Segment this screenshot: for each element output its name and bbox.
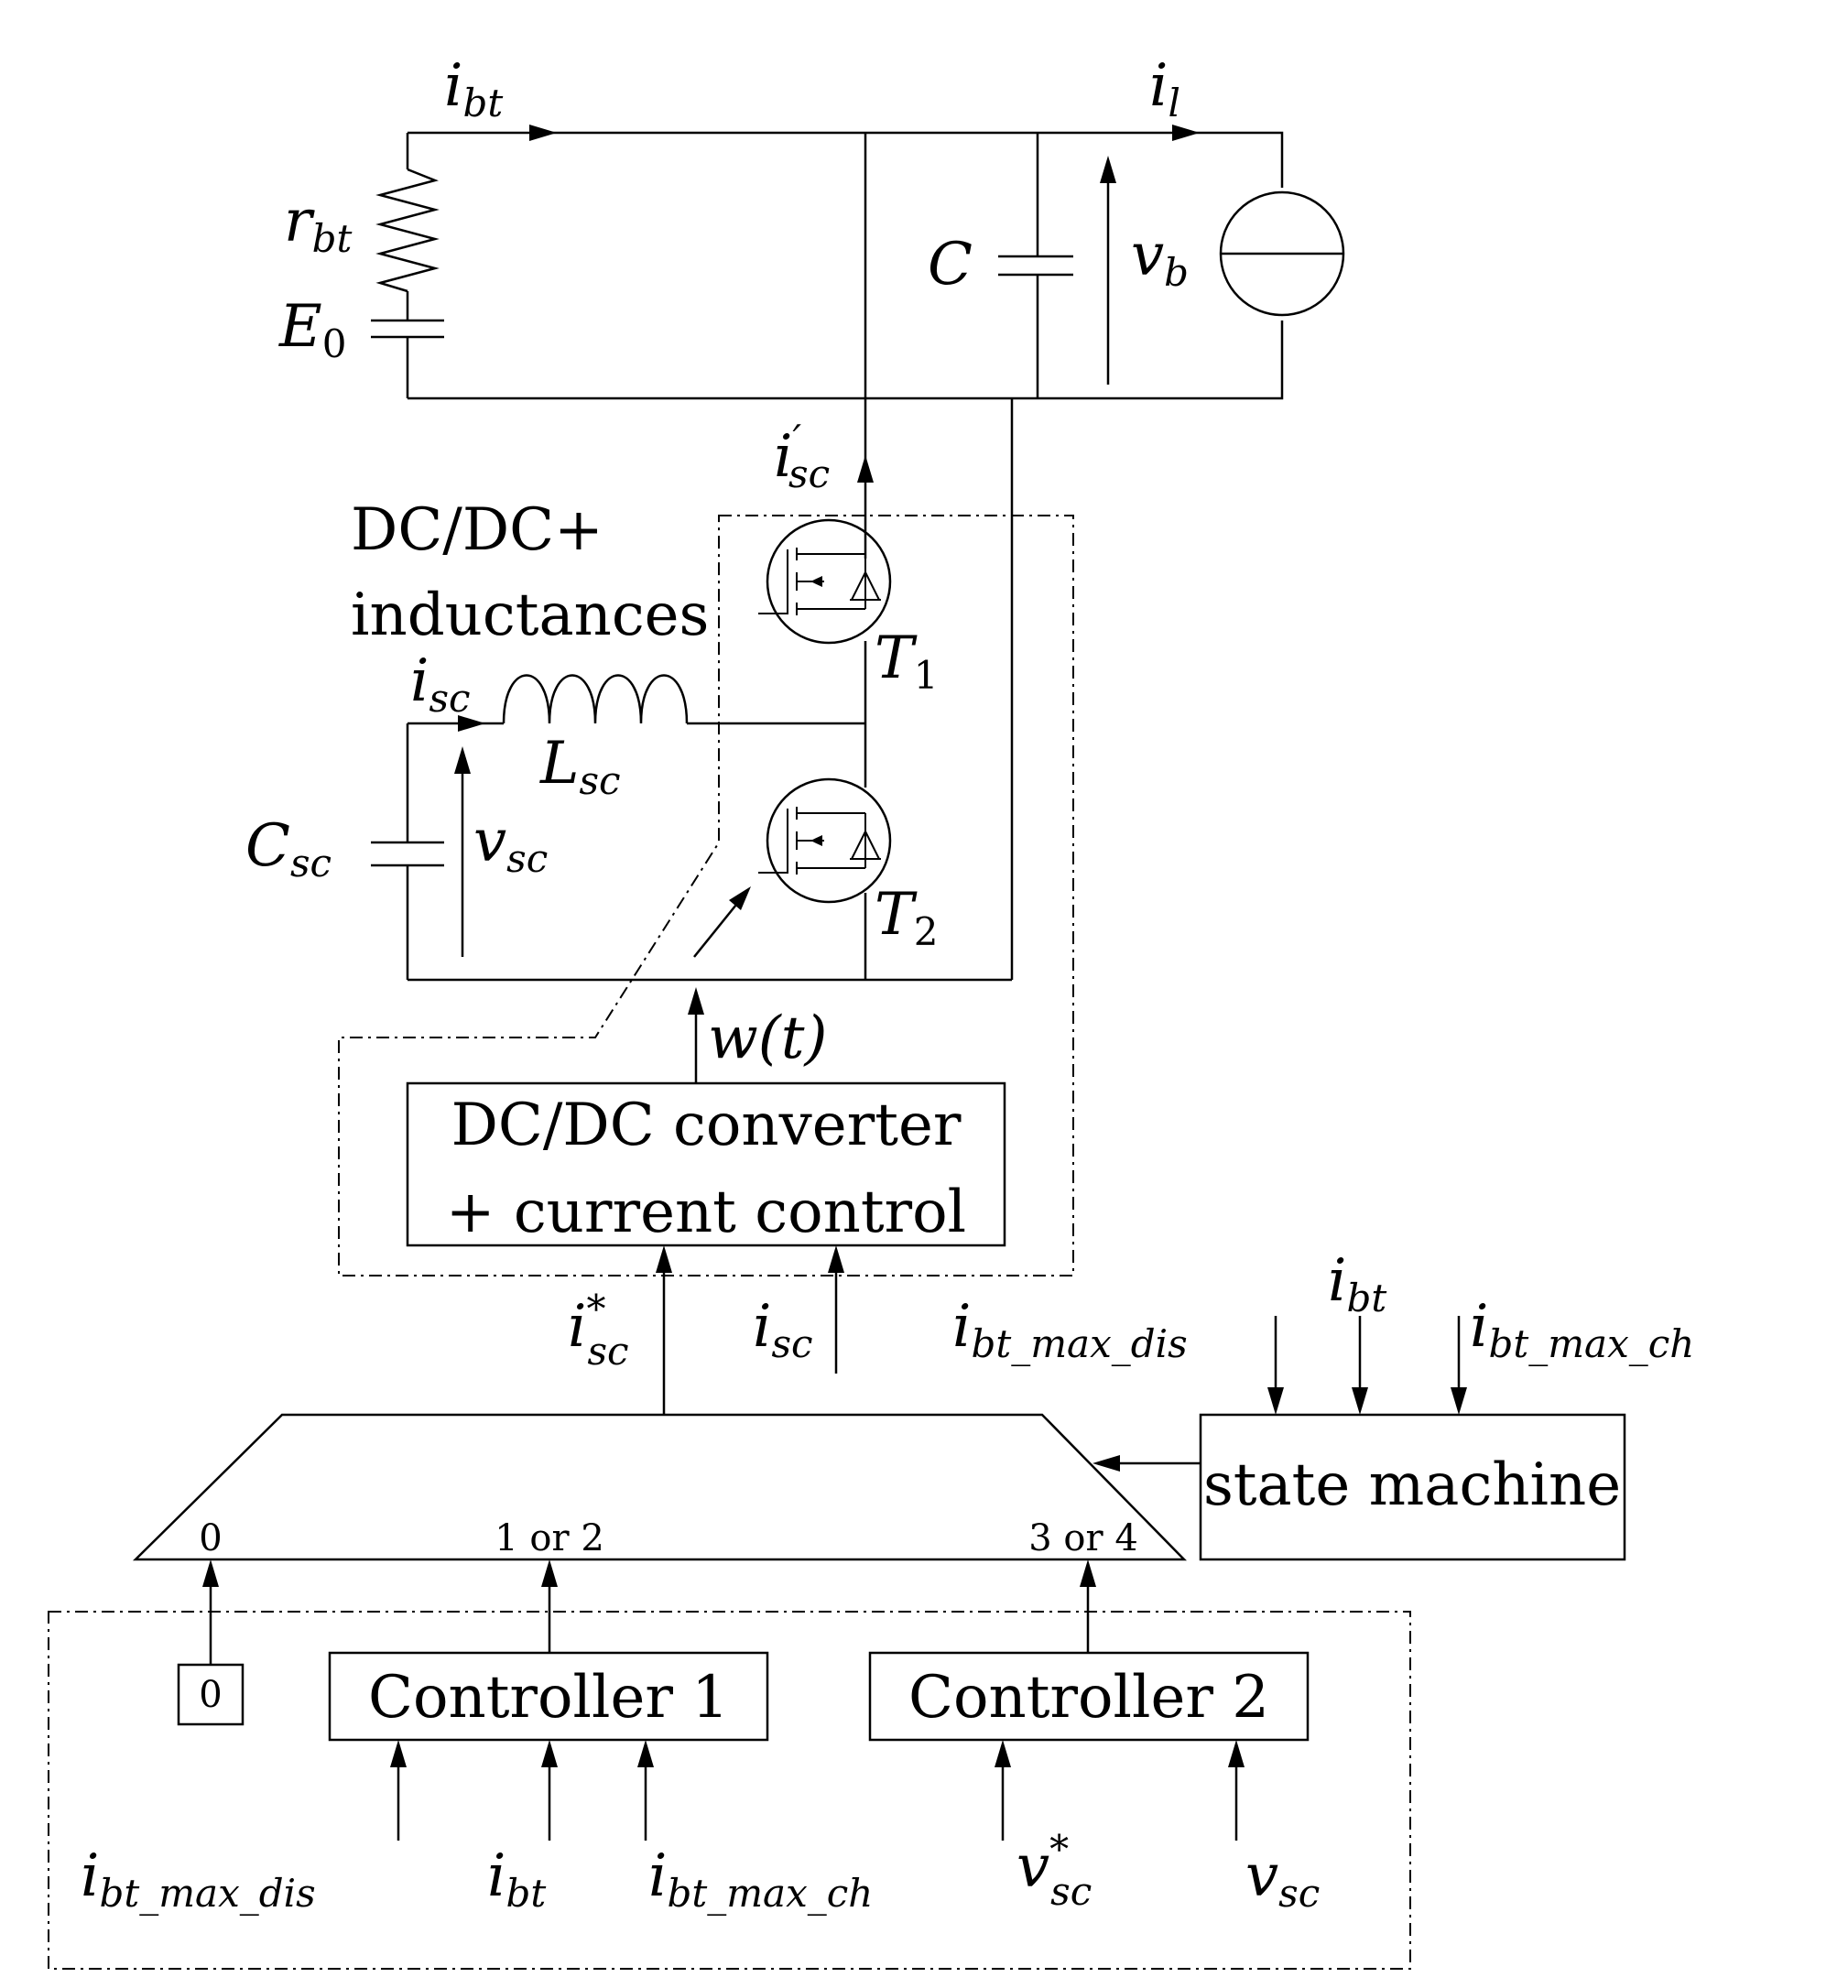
sm-in3-arrowhead [1451,1387,1467,1415]
i-bt-arrow [529,125,557,141]
label-c1-in3: ibt_max_ch [648,1842,873,1916]
label-r-bt: rbt [284,188,352,261]
label-c-sc: Csc [245,812,332,885]
label-w-t: w(t) [708,1005,827,1072]
label-t1: T1 [875,625,938,698]
label-c1-in1: ibt_max_dis [81,1842,316,1916]
i-sc-star-arrowhead [656,1245,672,1273]
c1-in3-arrowhead [637,1740,654,1767]
label-dcdc-line1: DC/DC+ [351,496,603,564]
mosfet-t2 [758,777,892,904]
label-controller1: Controller 1 [368,1664,729,1732]
sm-to-mux-arrowhead [1092,1455,1120,1472]
converter-box [406,1081,1006,1247]
label-t2: T2 [875,881,938,954]
label-converter-line2: + current control [446,1179,966,1246]
label-controller2: Controller 2 [908,1664,1269,1732]
label-i-sc-inductor: isc [410,647,471,721]
c1-in2-arrowhead [541,1740,558,1767]
v-b-arrowhead [1100,156,1116,183]
label-c1-in2: ibt [487,1842,546,1916]
label-dcdc-line2: inductances [351,581,709,649]
zero-to-mux-arrowhead [202,1559,219,1587]
label-c2-in1: v*sc [1016,1827,1092,1914]
top-circuit [371,125,1345,980]
c2-to-mux-arrowhead [1080,1559,1096,1587]
label-mux-in1: 1 or 2 [495,1517,604,1559]
label-zero-block: 0 [199,1674,222,1716]
label-i-bt-top: ibt [444,52,503,125]
c2-in1-arrowhead [995,1740,1011,1767]
i-sc-fb-arrowhead [828,1245,844,1273]
i-sc-ind-arrow [458,715,485,732]
sm-in1-arrowhead [1267,1387,1284,1415]
c1-in1-arrowhead [390,1740,407,1767]
gate-signal-arrowhead [729,886,751,910]
label-c2-in2: vsc [1245,1842,1320,1916]
label-c: C [928,231,973,299]
converter-dashed-group [338,515,1074,1276]
label-e0: E0 [278,293,346,366]
top-wire [408,131,1284,188]
dcdc-circuit [371,476,1012,982]
i-l-arrow [1172,125,1200,141]
gate-signal-line [693,895,745,958]
label-i-l: il [1149,52,1180,125]
label-mux-in0: 0 [199,1517,222,1559]
resistor-r-bt [375,168,440,293]
label-l-sc: Lsc [539,730,621,803]
mux [132,1413,1187,1561]
label-converter-line1: DC/DC converter [451,1092,962,1159]
label-v-b: vb [1131,222,1189,295]
label-i-sc-prime: i′sc [774,417,830,496]
controllers-dashed-group [48,1611,1411,1970]
label-i-sc-star: i*sc [568,1287,629,1374]
v-sc-arrowhead [454,746,471,774]
state-machine-box [1199,1413,1626,1561]
c1-to-mux-arrowhead [541,1559,558,1587]
label-v-sc-cap: vsc [473,808,548,881]
label-sm-in3: ibt_max_ch [1470,1293,1694,1366]
inductor-l-sc [502,674,689,724]
sm-in2-arrowhead [1352,1387,1368,1415]
mosfet-t1 [758,518,892,645]
label-mux-in2: 3 or 4 [1028,1517,1138,1559]
i-sc-prime-arrow [857,455,874,483]
w-t-arrowhead [688,987,704,1015]
label-state-machine: state machine [1203,1451,1621,1519]
label-i-sc-feedback: isc [753,1293,813,1366]
label-sm-in2: ibt [1328,1247,1386,1320]
label-sm-in1: ibt_max_dis [952,1293,1188,1366]
bottom-wire [408,320,1284,400]
c2-in2-arrowhead [1228,1740,1245,1767]
